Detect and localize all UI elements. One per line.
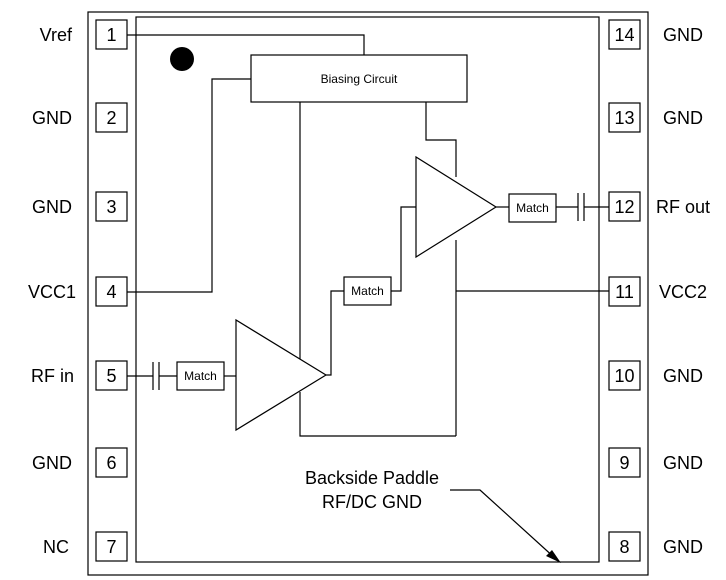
biasing-circuit-block: Biasing Circuit bbox=[250, 54, 468, 103]
paddle-label-line2: RF/DC GND bbox=[322, 492, 422, 512]
wire-vref bbox=[127, 34, 365, 55]
paddle-label-line1: Backside Paddle bbox=[305, 468, 439, 488]
output-match-block: Match bbox=[508, 193, 557, 223]
pin-12: 12 RF out bbox=[608, 191, 710, 222]
input-match-label: Match bbox=[184, 369, 217, 383]
pin-2: 2 GND bbox=[32, 102, 128, 133]
pin-13: 13 GND bbox=[608, 102, 703, 133]
pin-14: 14 GND bbox=[608, 19, 703, 50]
pin-14-number: 14 bbox=[614, 25, 634, 45]
pin-5-label: RF in bbox=[31, 366, 74, 386]
pin-7: 7 NC bbox=[43, 531, 128, 562]
pin-5: 5 RF in bbox=[31, 360, 128, 391]
die-outline bbox=[135, 16, 600, 563]
stage2-amplifier bbox=[415, 155, 498, 259]
input-match-block: Match bbox=[176, 361, 225, 391]
pin-9-number: 9 bbox=[619, 453, 629, 473]
pin-14-label: GND bbox=[663, 25, 703, 45]
pin-13-label: GND bbox=[663, 108, 703, 128]
output-match-label: Match bbox=[516, 201, 549, 215]
pin-12-label: RF out bbox=[656, 197, 710, 217]
pin-8-number: 8 bbox=[619, 537, 629, 557]
wire-match-to-amp2 bbox=[391, 206, 416, 292]
pin-1-number: 1 bbox=[106, 25, 116, 45]
pin-11: 11 VCC2 bbox=[608, 276, 707, 307]
wire-stage1-supply bbox=[299, 392, 456, 437]
pin-11-label: VCC2 bbox=[659, 282, 707, 302]
pin-8-label: GND bbox=[663, 537, 703, 557]
pin-7-number: 7 bbox=[106, 537, 116, 557]
output-dc-block-capacitor bbox=[577, 193, 585, 221]
pin1-marker-dot bbox=[170, 47, 194, 71]
pin-8: 8 GND bbox=[608, 531, 703, 562]
pin-2-label: GND bbox=[32, 108, 72, 128]
pin-1-label: Vref bbox=[40, 25, 73, 45]
pin-4-number: 4 bbox=[106, 282, 116, 302]
pin-10-number: 10 bbox=[614, 366, 634, 386]
interstage-match-block: Match bbox=[343, 276, 392, 306]
pin-4-label: VCC1 bbox=[28, 282, 76, 302]
pin-5-number: 5 bbox=[106, 366, 116, 386]
input-dc-block-capacitor bbox=[152, 362, 160, 390]
package-outline bbox=[87, 11, 649, 576]
wire-bias-stage2 bbox=[425, 102, 457, 177]
pin-10: 10 GND bbox=[608, 360, 703, 391]
pin-6-label: GND bbox=[32, 453, 72, 473]
paddle-leader-line bbox=[450, 489, 557, 560]
pin-3-label: GND bbox=[32, 197, 72, 217]
interstage-match-label: Match bbox=[351, 284, 384, 298]
pin-12-number: 12 bbox=[614, 197, 634, 217]
pin-10-label: GND bbox=[663, 366, 703, 386]
biasing-circuit-label: Biasing Circuit bbox=[321, 72, 398, 86]
pin-9-label: GND bbox=[663, 453, 703, 473]
pin-4: 4 VCC1 bbox=[28, 276, 128, 307]
stage1-amplifier bbox=[235, 318, 328, 432]
pin-6: 6 GND bbox=[32, 447, 128, 478]
pin-9: 9 GND bbox=[608, 447, 703, 478]
pin-7-label: NC bbox=[43, 537, 69, 557]
wire-amp1-to-match bbox=[326, 290, 344, 376]
pin-6-number: 6 bbox=[106, 453, 116, 473]
pin-13-number: 13 bbox=[614, 108, 634, 128]
pin-1: 1 Vref bbox=[40, 19, 128, 50]
pin-3-number: 3 bbox=[106, 197, 116, 217]
wire-vcc1 bbox=[127, 78, 251, 293]
pin-3: 3 GND bbox=[32, 191, 128, 222]
pin-11-number: 11 bbox=[615, 282, 634, 302]
paddle-arrowhead bbox=[546, 550, 561, 563]
pin-2-number: 2 bbox=[106, 108, 116, 128]
